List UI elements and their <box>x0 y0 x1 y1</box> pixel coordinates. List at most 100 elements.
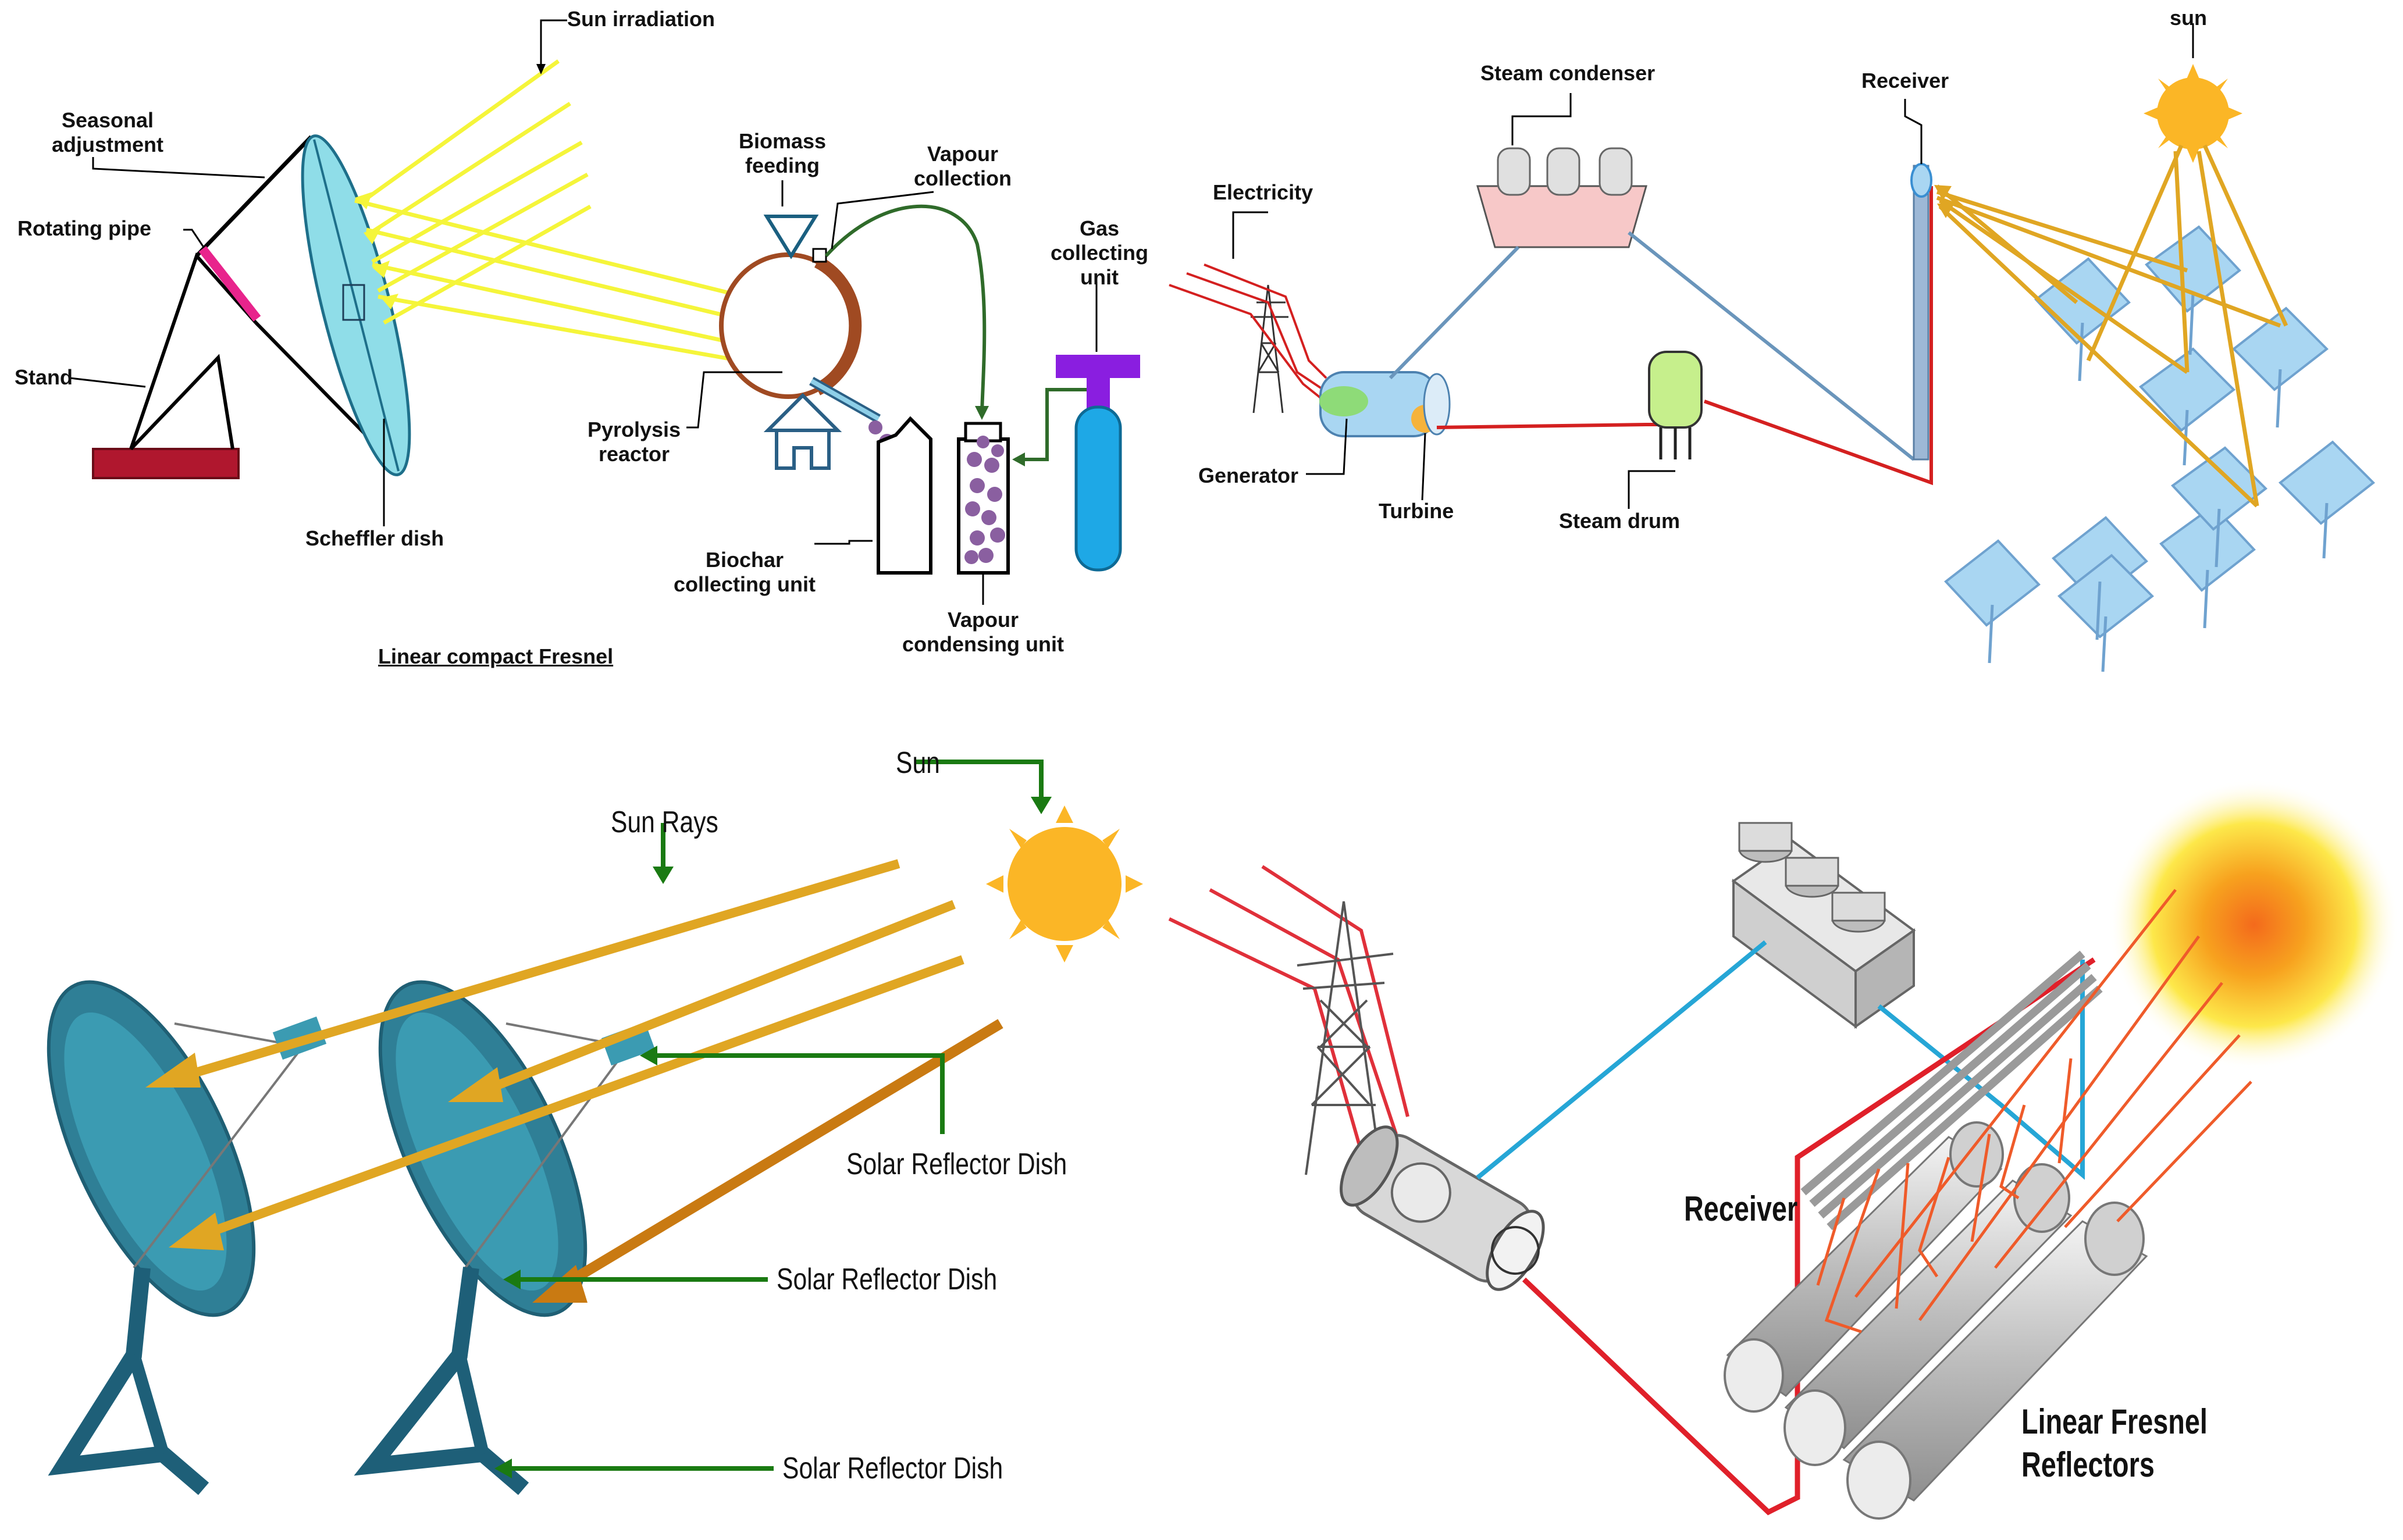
label-receiver-tower: Receiver <box>1861 69 1949 92</box>
label-biochar-line2: collecting unit <box>673 572 816 596</box>
cold-line-condenser-turbine <box>1389 245 1520 380</box>
gas-cylinder <box>1074 405 1122 572</box>
hot-line-receiver <box>1703 186 1933 486</box>
gas-valve-top <box>1056 355 1140 378</box>
label-gas-line1: Gas <box>1079 216 1120 240</box>
dish-right <box>354 980 656 1495</box>
label-sun-tower: sun <box>2170 6 2208 30</box>
reflected-ray <box>556 1019 1003 1293</box>
leader-arrow <box>536 64 546 74</box>
steam-drum-legs <box>1659 427 1692 459</box>
reactor-stand <box>775 430 831 470</box>
label-fresnel-receiver: Receiver <box>1684 1189 1798 1228</box>
generator <box>1319 386 1368 416</box>
cold-line-receiver <box>1628 231 1915 461</box>
label-biomass-line1: Biomass <box>738 129 827 153</box>
tower-leaders <box>1232 23 2194 509</box>
leader-lines <box>69 19 567 526</box>
label-linear-fresnel-reflectors: Linear Fresnel Reflectors <box>2021 1400 2208 1486</box>
sun-rays-reflected <box>354 198 768 366</box>
fresnel-cold-line-turbine <box>1476 940 1767 1180</box>
dish-ray-arrows <box>145 1053 588 1303</box>
label-solar-reflector-dish-2: Solar Reflector Dish <box>777 1263 998 1296</box>
sun-icon <box>2144 64 2242 163</box>
fresnel-hot-line <box>1522 957 2096 1516</box>
label-linear-fresnel-line2: Reflectors <box>2021 1445 2155 1484</box>
seasonal-arm <box>195 135 313 258</box>
rotating-pipe <box>198 246 261 322</box>
heliostat-posts <box>1988 293 2329 672</box>
condenser-cells <box>1497 147 1633 196</box>
condensate-particles <box>964 436 1005 564</box>
label-sun-dish: Sun <box>896 746 940 780</box>
label-biomass-feeding: Biomass feeding <box>721 129 843 178</box>
label-scheffler-dish: Scheffler dish <box>305 526 444 550</box>
vapour-line <box>824 204 987 413</box>
label-steam-drum: Steam drum <box>1559 509 1681 533</box>
reactor-wall <box>814 256 862 395</box>
label-reactor-line2: reactor <box>598 442 670 466</box>
label-seasonal-line2: adjustment <box>51 133 164 156</box>
label-vapour-collection-line2: collection <box>913 166 1012 190</box>
label-turbine: Turbine <box>1379 499 1454 523</box>
heliostat-rays <box>1935 144 2288 508</box>
green-arrowheads <box>494 797 1052 1478</box>
fresnel-receiver <box>1800 950 2103 1231</box>
biochar-collecting-unit <box>877 416 932 575</box>
label-rotating-pipe: Rotating pipe <box>17 216 151 240</box>
label-solar-reflector-dish-1: Solar Reflector Dish <box>846 1147 1067 1181</box>
label-linear-fresnel-line1: Linear Fresnel <box>2021 1402 2208 1441</box>
label-steam-condenser: Steam condenser <box>1480 61 1656 85</box>
label-sun-rays: Sun Rays <box>611 805 718 839</box>
biomass-hopper <box>763 215 819 259</box>
label-solar-reflector-dish-3: Solar Reflector Dish <box>782 1452 1003 1485</box>
label-gas-line2: collecting <box>1050 241 1149 265</box>
label-vapour-collection: Vapour collection <box>896 142 1030 191</box>
label-biomass-line2: feeding <box>745 154 820 177</box>
receiver-tower <box>1913 165 1929 461</box>
transmission-tower <box>1251 284 1288 413</box>
fresnel-condenser <box>1731 822 1916 1029</box>
label-vapour-collection-line1: Vapour <box>927 142 999 166</box>
label-stand: Stand <box>15 365 73 389</box>
label-condensing-line1: Vapour <box>947 608 1019 632</box>
label-seasonal-adjustment: Seasonal adjustment <box>47 108 169 157</box>
reactor-stand-roof <box>763 393 842 432</box>
sun-icon-dish <box>986 805 1143 962</box>
label-sun-irradiation: Sun irradiation <box>567 7 715 31</box>
label-gas-line3: unit <box>1080 265 1119 289</box>
label-generator: Generator <box>1198 464 1299 487</box>
pyro-leaders <box>686 180 1098 605</box>
label-condensing-line2: condensing unit <box>902 632 1064 656</box>
fresnel-reflectors <box>1724 1121 2148 1520</box>
fresnel-reflected-rays <box>1816 889 2252 1334</box>
caption-linear-compact-fresnel: Linear compact Fresnel <box>378 644 614 668</box>
stand-leg <box>129 354 234 451</box>
label-seasonal-line1: Seasonal <box>61 108 154 132</box>
dish-sun-rays <box>173 859 964 1243</box>
label-gas-collecting-unit: Gas collecting unit <box>1038 216 1160 290</box>
gas-line <box>1015 388 1094 461</box>
fresnel-transmission-tower <box>1297 901 1394 1175</box>
green-pointers <box>506 760 1044 1471</box>
dish-axis <box>313 139 400 472</box>
power-lines <box>1169 263 1333 408</box>
label-vapour-condensing-unit: Vapour condensing unit <box>890 608 1076 657</box>
label-electricity: Electricity <box>1213 180 1313 204</box>
fresnel-sun-icon <box>2109 779 2400 1070</box>
steam-condenser <box>1476 185 1647 248</box>
label-biochar-collecting-unit: Biochar collecting unit <box>663 548 826 597</box>
stand-base <box>92 448 240 479</box>
label-pyrolysis-reactor: Pyrolysis reactor <box>573 418 695 466</box>
fresnel-turbine-generator <box>1340 1125 1545 1291</box>
label-reactor-line1: Pyrolysis <box>587 418 681 441</box>
label-biochar-line1: Biochar <box>705 548 784 572</box>
fresnel-cold-line-receiver <box>1877 960 2085 1180</box>
dish-focus-frame <box>342 284 365 321</box>
